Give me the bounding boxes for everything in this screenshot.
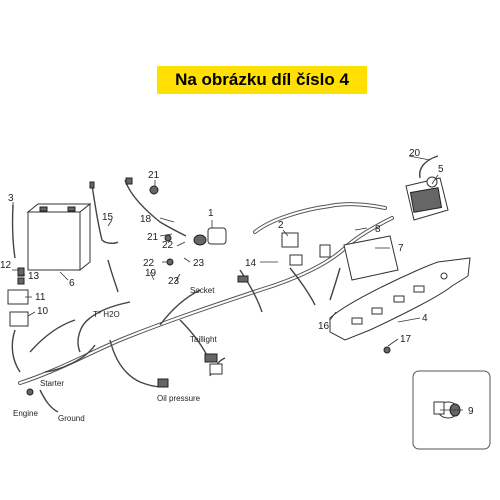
callout-4: 4 xyxy=(422,313,428,324)
callout-12: 12 xyxy=(0,260,12,271)
callout-17: 17 xyxy=(400,334,412,345)
callout-11: 11 xyxy=(35,292,46,303)
part-number-banner: Na obrázku díl číslo 4 xyxy=(157,66,367,94)
label-t-h2o: T° H2O xyxy=(93,310,120,319)
text-labels: Socket T° H2O Taillight Starter Engine G… xyxy=(13,286,217,423)
callout-10: 10 xyxy=(37,306,49,317)
connectors-left xyxy=(7,267,29,327)
callout-20: 20 xyxy=(409,148,421,159)
callout-21-top: 21 xyxy=(148,170,160,181)
callout-1: 1 xyxy=(208,208,214,219)
label-taillight: Taillight xyxy=(190,335,217,344)
label-engine: Engine xyxy=(13,409,38,418)
callout-18: 18 xyxy=(140,214,152,225)
label-ground: Ground xyxy=(58,414,85,423)
callout-21-mid: 21 xyxy=(147,232,159,243)
battery xyxy=(26,202,92,272)
battery-cables xyxy=(11,179,187,293)
small-components xyxy=(26,177,303,396)
callout-15: 15 xyxy=(102,212,114,223)
relays xyxy=(193,227,299,248)
callout-16: 16 xyxy=(318,321,330,332)
callout-8: 8 xyxy=(375,224,381,235)
callout-14: 14 xyxy=(245,258,257,269)
callout-2: 2 xyxy=(278,220,284,231)
callout-22-upper: 22 xyxy=(162,240,174,251)
callout-6: 6 xyxy=(69,278,75,289)
leader-lines xyxy=(12,155,463,411)
callout-23-lower: 23 xyxy=(168,276,180,287)
callout-23-right: 23 xyxy=(193,258,205,269)
callout-7: 7 xyxy=(398,243,404,254)
callout-numbers: 20 5 7 8 4 17 16 9 1 2 14 3 12 13 11 10 … xyxy=(0,148,474,417)
regulator xyxy=(319,155,449,281)
callout-5: 5 xyxy=(438,164,444,175)
callout-3: 3 xyxy=(8,193,14,204)
callout-9: 9 xyxy=(468,406,474,417)
label-socket: Socket xyxy=(190,286,215,295)
bracket-part-4 xyxy=(329,257,471,354)
label-oil-pressure: Oil pressure xyxy=(157,394,201,403)
callout-22-lower: 22 xyxy=(143,258,155,269)
banner-text: Na obrázku díl číslo 4 xyxy=(175,70,349,89)
callout-13: 13 xyxy=(28,271,40,282)
callout-19: 19 xyxy=(145,268,157,279)
label-starter: Starter xyxy=(40,379,64,388)
